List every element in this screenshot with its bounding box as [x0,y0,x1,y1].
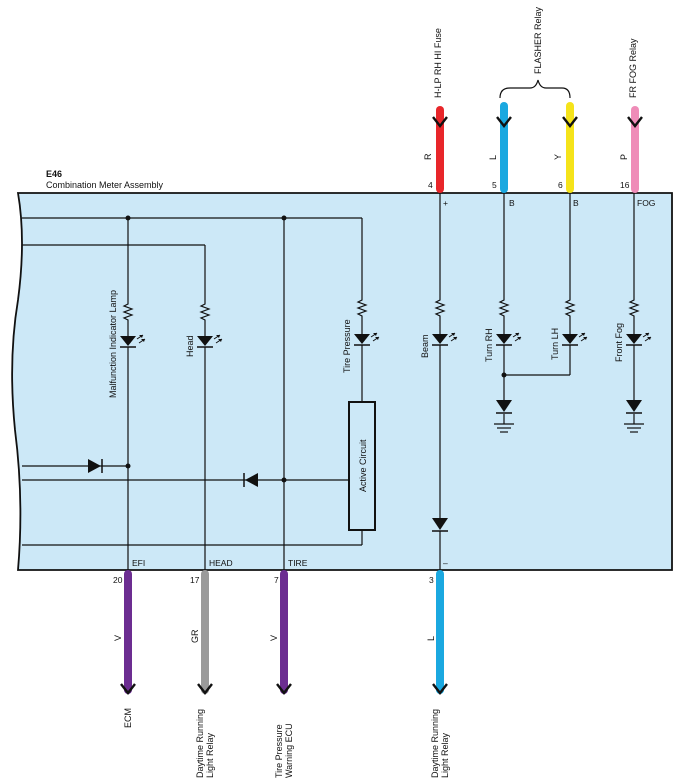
pin-number: 6 [558,180,563,190]
terminal-label: EFI [132,558,145,568]
wire-color-code: V [113,635,123,641]
terminal-label: B [573,198,579,208]
bottom-wire-minus: 3 L Daytime Running Light Relay [426,570,450,778]
pin-number: 17 [190,575,200,585]
active-circuit-label: Active Circuit [358,439,368,492]
wire-color-code: P [619,154,629,160]
pin-number: 3 [429,575,434,585]
bottom-wire-efi: EFI 20 V ECM [113,558,145,728]
top-wire-r: H-LP RH HI Fuse R 4 + [423,28,449,208]
indicator-label: Head [185,335,195,357]
wire-stripe [436,106,444,193]
wire-color-code: R [423,153,433,160]
indicator-label: Turn LH [550,328,560,360]
bottom-wire-dest-label: Daytime Running [195,709,205,778]
terminal-label: + [443,198,448,208]
wire-stripe [436,570,444,694]
terminal-label: HEAD [209,558,233,568]
wire-stripe [280,570,288,694]
wire-color-code: Y [553,154,563,160]
wire-stripe [201,570,209,694]
bottom-wire-dest-label: ECM [123,708,133,728]
terminal-label: FOG [637,198,655,208]
top-wire-l: L 5 B [488,102,515,208]
pin-number: 20 [113,575,123,585]
indicator-label: Tire Pressure [342,319,352,373]
bottom-wire-head: HEAD 17 GR Daytime Running Light Relay [190,558,233,778]
internal-circuit: Malfunction Indicator Lamp Head Tire Pre… [22,193,652,570]
top-wire-dest-label: H-LP RH HI Fuse [433,28,443,98]
bottom-wire-dest-label: Light Relay [440,732,450,778]
indicator-label: Beam [420,334,430,358]
wire-color-code: L [426,636,436,641]
pin-number: 16 [620,180,630,190]
bottom-wire-dest-label: Daytime Running [430,709,440,778]
meter-box [11,192,673,571]
terminal-label: B [509,198,515,208]
indicator-label: Turn RH [484,328,494,362]
wire-stripe [566,102,574,193]
wire-color-code: V [269,635,279,641]
pin-number: 7 [274,575,279,585]
bottom-wire-dest-label: Warning ECU [284,723,294,778]
indicator-label: Malfunction Indicator Lamp [108,290,118,398]
connector-name: Combination Meter Assembly [46,180,164,190]
wire-stripe [500,102,508,193]
pin-number: 4 [428,180,433,190]
terminal-label: TIRE [288,558,308,568]
pin-number: 5 [492,180,497,190]
bottom-wire-dest-label: Tire Pressure [274,724,284,778]
indicator-label: Front Fog [614,323,624,362]
flasher-relay-bracket [499,79,571,99]
bottom-wire-dest-label: Light Relay [205,732,215,778]
wire-color-code: GR [190,629,200,643]
flasher-relay-label: FLASHER Relay [533,6,543,74]
bottom-wire-tire: TIRE 7 V Tire Pressure Warning ECU [269,558,308,778]
wire-stripe [124,570,132,694]
minus-terminal: – [443,558,448,568]
wire-stripe [631,106,639,193]
connector-id: E46 [46,169,62,179]
top-wire-y: Y 6 B [553,102,579,208]
wire-color-code: L [488,155,498,160]
top-wire-p: FR FOG Relay P 16 FOG [619,38,655,208]
top-wire-dest-label: FR FOG Relay [628,38,638,98]
